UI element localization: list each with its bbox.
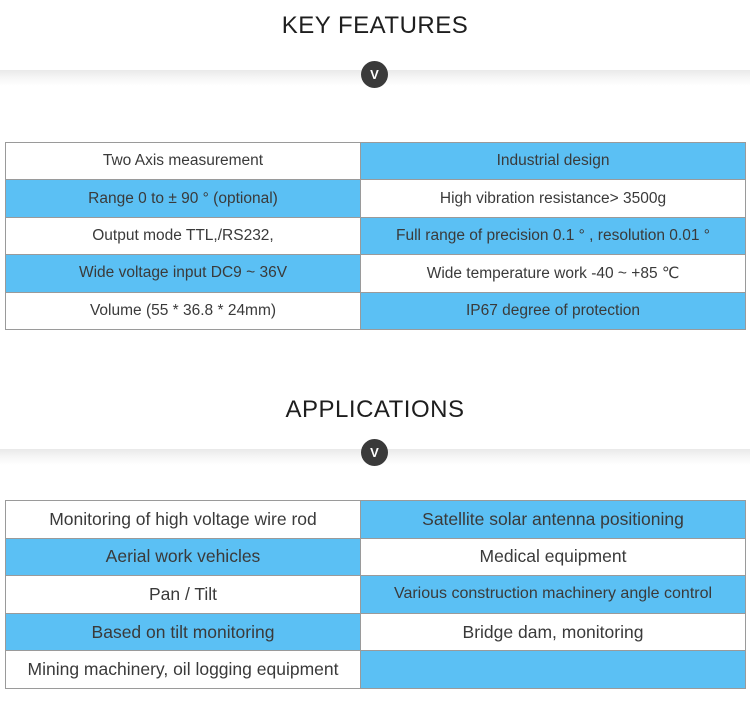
features-table: Two Axis measurement Industrial design R… [5, 141, 746, 330]
table-row: Wide voltage input DC9 ~ 36V Wide temper… [5, 254, 746, 293]
table-row: Mining machinery, oil logging equipment [5, 650, 746, 689]
feature-cell: Two Axis measurement [5, 141, 361, 181]
application-cell: Mining machinery, oil logging equipment [5, 650, 361, 689]
application-cell: Bridge dam, monitoring [360, 612, 746, 652]
applications-table: Monitoring of high voltage wire rod Sate… [5, 500, 746, 689]
feature-cell: IP67 degree of protection [360, 291, 746, 330]
table-row: Aerial work vehicles Medical equipment [5, 537, 746, 577]
feature-cell: Wide temperature work -40 ~ +85 ℃ [360, 254, 746, 293]
chevron-down-badge-icon: V [361, 439, 388, 466]
feature-cell: Range 0 to ± 90 ° (optional) [5, 179, 361, 218]
features-title: KEY FEATURES [281, 12, 469, 39]
table-row: Range 0 to ± 90 ° (optional) High vibrat… [5, 179, 746, 218]
application-cell: Medical equipment [360, 537, 746, 577]
application-cell: Aerial work vehicles [5, 537, 361, 577]
application-cell: Satellite solar antenna positioning [360, 500, 746, 539]
application-cell [360, 650, 746, 689]
table-row: Two Axis measurement Industrial design [5, 141, 746, 181]
chevron-down-badge-icon: V [361, 61, 388, 88]
table-row: Based on tilt monitoring Bridge dam, mon… [5, 612, 746, 652]
applications-title: APPLICATIONS [285, 396, 465, 423]
table-row: Output mode TTL,/RS232, Full range of pr… [5, 216, 746, 256]
table-row: Monitoring of high voltage wire rod Sate… [5, 500, 746, 539]
table-row: Volume (55 * 36.8 * 24mm) IP67 degree of… [5, 291, 746, 330]
application-cell: Based on tilt monitoring [5, 612, 361, 652]
feature-cell: Industrial design [360, 141, 746, 181]
feature-cell: High vibration resistance> 3500g [360, 179, 746, 218]
feature-cell: Volume (55 * 36.8 * 24mm) [5, 291, 361, 330]
feature-cell: Full range of precision 0.1 ° , resoluti… [360, 216, 746, 256]
application-cell: Pan / Tilt [5, 575, 361, 614]
application-cell: Monitoring of high voltage wire rod [5, 500, 361, 539]
table-row: Pan / Tilt Various construction machiner… [5, 575, 746, 614]
application-cell: Various construction machinery angle con… [360, 575, 746, 614]
feature-cell: Output mode TTL,/RS232, [5, 216, 361, 256]
feature-cell: Wide voltage input DC9 ~ 36V [5, 254, 361, 293]
